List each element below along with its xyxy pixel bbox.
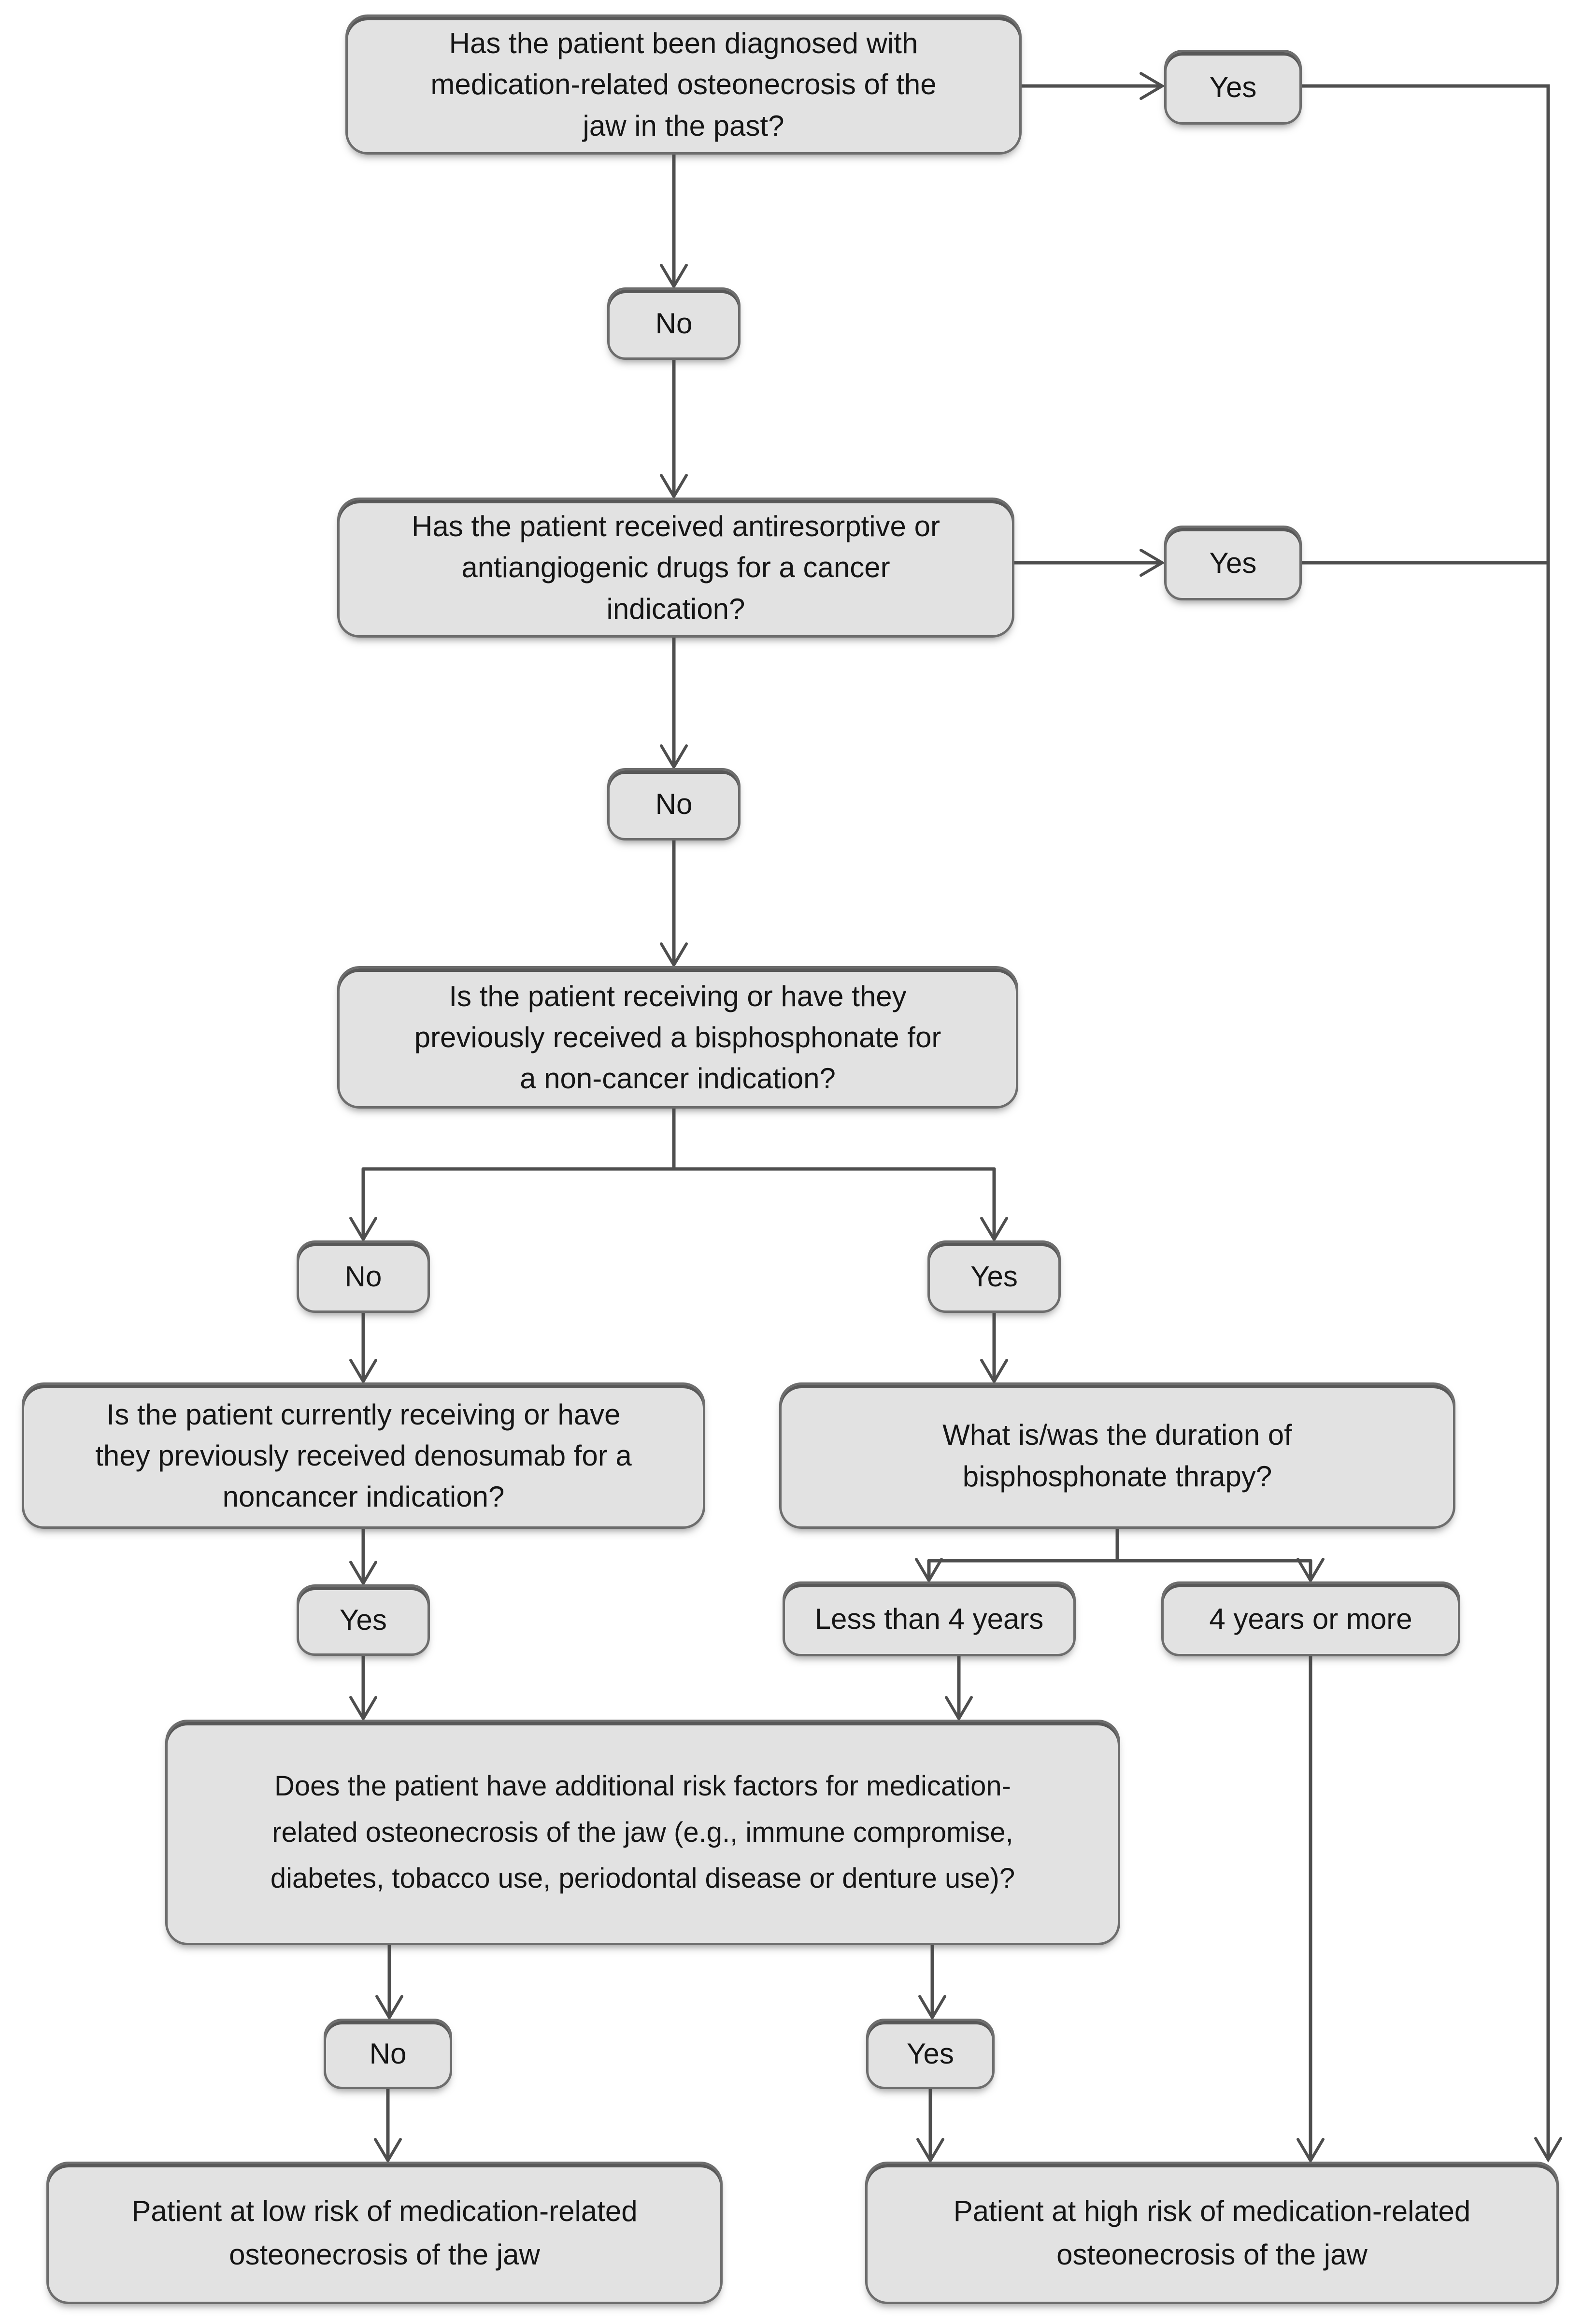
connector-line — [660, 744, 688, 770]
connector-line — [375, 1995, 403, 2021]
box-answer-yes-prior-diagnosis: Yes — [1164, 50, 1302, 125]
connector-line — [349, 1217, 377, 1242]
connector-line — [916, 2138, 944, 2164]
box-question-prior-mronj-diagnosis: Has the patient been diagnosed with medi… — [345, 14, 1022, 155]
connector-line — [915, 1558, 943, 1583]
connector-line — [1534, 2137, 1562, 2163]
connector-line — [349, 1561, 377, 1586]
box-question-additional-risk-factors: Does the patient have additional risk fa… — [165, 1720, 1120, 1945]
box-answer-yes-denosumab: Yes — [297, 1584, 430, 1656]
box-question-bisphosphonate-duration: What is/was the duration of bisphosphona… — [779, 1382, 1455, 1529]
box-outcome-high-risk: Patient at high risk of medication-relat… — [865, 2162, 1559, 2304]
box-outcome-low-risk: Patient at low risk of medication-relate… — [46, 2162, 723, 2304]
connector-line — [945, 1696, 973, 1722]
box-answer-no-risk-factors: No — [324, 2019, 452, 2089]
box-answer-no-prior-diagnosis: No — [607, 287, 741, 360]
box-answer-4-years-or-more: 4 years or more — [1161, 1581, 1460, 1656]
connector-line — [1140, 549, 1165, 577]
connector-line — [660, 942, 688, 968]
box-answer-yes-cancer-drugs: Yes — [1164, 526, 1302, 600]
connector-line — [1297, 1558, 1325, 1583]
connector-line — [1297, 2138, 1325, 2164]
connector-line — [1140, 72, 1165, 100]
box-question-bisphosphonate-noncancer: Is the patient receiving or have they pr… — [337, 966, 1018, 1109]
box-answer-less-than-4-years: Less than 4 years — [783, 1581, 1076, 1656]
connector-line — [1300, 84, 1550, 2161]
connector-line — [980, 1217, 1008, 1242]
connector-line — [980, 1359, 1008, 1384]
connector-line — [660, 474, 688, 499]
box-answer-no-bisphosphonate: No — [297, 1240, 430, 1313]
connector-line — [918, 1995, 946, 2021]
connector-line — [374, 2138, 402, 2164]
box-answer-yes-bisphosphonate: Yes — [927, 1240, 1061, 1313]
connector-line — [349, 1696, 377, 1722]
box-answer-yes-risk-factors: Yes — [866, 2019, 995, 2089]
box-question-denosumab-noncancer: Is the patient currently receiving or ha… — [22, 1382, 705, 1529]
connector-line — [660, 264, 688, 289]
box-answer-no-cancer-drugs: No — [607, 768, 741, 840]
box-question-cancer-antiresorptive: Has the patient received antiresorptive … — [337, 498, 1014, 638]
connector-line — [349, 1359, 377, 1384]
